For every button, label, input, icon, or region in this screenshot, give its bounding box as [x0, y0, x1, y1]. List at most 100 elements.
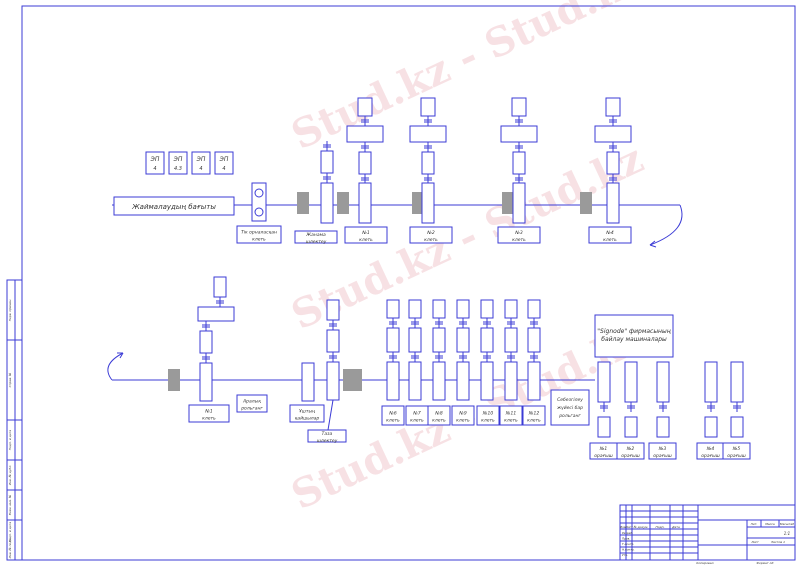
label-stand-1	[188, 404, 230, 423]
coiler-drum	[624, 361, 638, 403]
shower-roller-box	[550, 389, 590, 426]
label-stand-3	[497, 226, 541, 244]
roll-stand	[432, 361, 446, 401]
title-header: Лист	[624, 525, 633, 529]
title-sheet: Лист	[750, 540, 759, 544]
roll-stand	[606, 182, 620, 224]
coiler-drum	[656, 361, 670, 403]
arrow-head-icon	[649, 240, 657, 248]
label-finish-trimmer-text: шлектеу	[317, 439, 338, 444]
motor-box	[420, 97, 436, 117]
motor-box	[605, 97, 621, 117]
gray-block	[337, 192, 349, 214]
roll-icon	[254, 188, 264, 198]
pinion-box	[358, 151, 372, 175]
title-row: Пров.	[622, 537, 630, 541]
label-coiler-text: орағыш	[653, 454, 672, 459]
title-lit: Лит.	[750, 522, 758, 526]
drive-label: ЭП	[219, 156, 229, 163]
label-stand-1-text: №1	[204, 409, 213, 415]
coiler-motor	[704, 416, 718, 438]
gearbox-box	[409, 125, 447, 143]
motor-box	[408, 299, 422, 319]
pinion-box	[421, 151, 435, 175]
label-stand-9	[451, 405, 475, 426]
label-stand-6-text: №6	[388, 411, 397, 417]
motor-box	[213, 276, 227, 298]
title-row: Н.контр.	[622, 548, 635, 552]
signode-label: "Signode" фирмасының байлау машиналары	[597, 328, 671, 343]
title-copied: Копировал	[696, 561, 713, 565]
margin-label: Взам. инв. №	[8, 495, 12, 515]
direction-label: Жаймалаудың бағыты	[131, 203, 216, 211]
margin-label: Инв. № дубл.	[8, 465, 12, 486]
drive-value: 4	[222, 166, 225, 172]
label-stand-4	[588, 226, 632, 244]
gearbox-box	[197, 306, 235, 322]
coiler-motor	[624, 416, 638, 438]
margin-label: Перв. примен.	[8, 299, 12, 322]
label-stand-4-text: клеть	[603, 238, 617, 243]
label-stand-4-text: №4	[605, 230, 614, 236]
label-finish-trimmer-text: Таза	[322, 431, 333, 437]
title-header: Подп.	[655, 525, 664, 529]
label-stand-12-text: №12	[528, 411, 540, 417]
title-sheets: Листов 1	[770, 540, 785, 544]
roll-stand	[456, 361, 470, 401]
drive-box	[214, 151, 234, 175]
label-coiler-text: орағыш	[594, 454, 613, 459]
label-stand-7-text: №7	[412, 411, 421, 417]
shower-roller-text: жүйесі бар	[556, 405, 583, 411]
gray-block	[343, 369, 362, 391]
coiler-drum	[704, 361, 718, 403]
label-stand-3-text: №3	[514, 230, 523, 236]
label-intermediate-roller-text: рольганг	[240, 407, 263, 412]
label-intermediate-roller	[236, 394, 268, 413]
title-header: № докум.	[633, 525, 649, 529]
title-row: Разраб.	[622, 531, 633, 535]
pinion-box	[199, 330, 213, 354]
return-curve	[107, 352, 124, 381]
coiler-drum	[597, 361, 611, 403]
pinion-box	[456, 327, 470, 353]
roll-stand	[480, 361, 494, 401]
label-stand-3-text: клеть	[512, 238, 526, 243]
label-stand-7-text: клеть	[410, 419, 424, 424]
label-stand-2-text: №2	[426, 230, 435, 236]
gearbox-box	[594, 125, 632, 143]
label-coiler-text: №2	[626, 446, 635, 452]
label-edge-trimmer-text: Жанама	[305, 232, 326, 238]
motor-box	[527, 299, 541, 319]
motor-box	[456, 299, 470, 319]
margin-label: Подп. и дата	[8, 522, 12, 543]
motor-box	[386, 299, 400, 319]
label-coiler-text: №3	[658, 446, 667, 452]
motor-box	[326, 299, 340, 321]
label-stand-12	[522, 405, 546, 426]
roll-stand	[320, 182, 334, 224]
pinion-box	[527, 327, 541, 353]
shower-roller-text: рольганг	[558, 414, 581, 419]
roll-stand	[408, 361, 422, 401]
label-stand-8-text: клеть	[432, 419, 446, 424]
label-coiler	[648, 442, 677, 460]
coiler-motor	[730, 416, 744, 438]
title-header: Дата	[671, 525, 680, 529]
margin-label: Справ. №	[8, 373, 12, 388]
pinion-box	[408, 327, 422, 353]
coiler-motor	[597, 416, 611, 438]
gearbox-box	[346, 125, 384, 143]
label-stand-10-text: клеть	[481, 419, 495, 424]
drive-box	[191, 151, 211, 175]
label-stand-9-text: клеть	[456, 419, 470, 424]
roll-stand	[358, 182, 372, 224]
label-stand-11	[499, 405, 523, 426]
roll-stand	[421, 182, 435, 224]
pinion-box	[512, 151, 526, 175]
coiler-drum	[730, 361, 744, 403]
label-stand-1-text: клеть	[202, 417, 216, 422]
label-coiler-text: орағыш	[727, 454, 746, 459]
label-stand-8-text: №8	[434, 411, 443, 417]
